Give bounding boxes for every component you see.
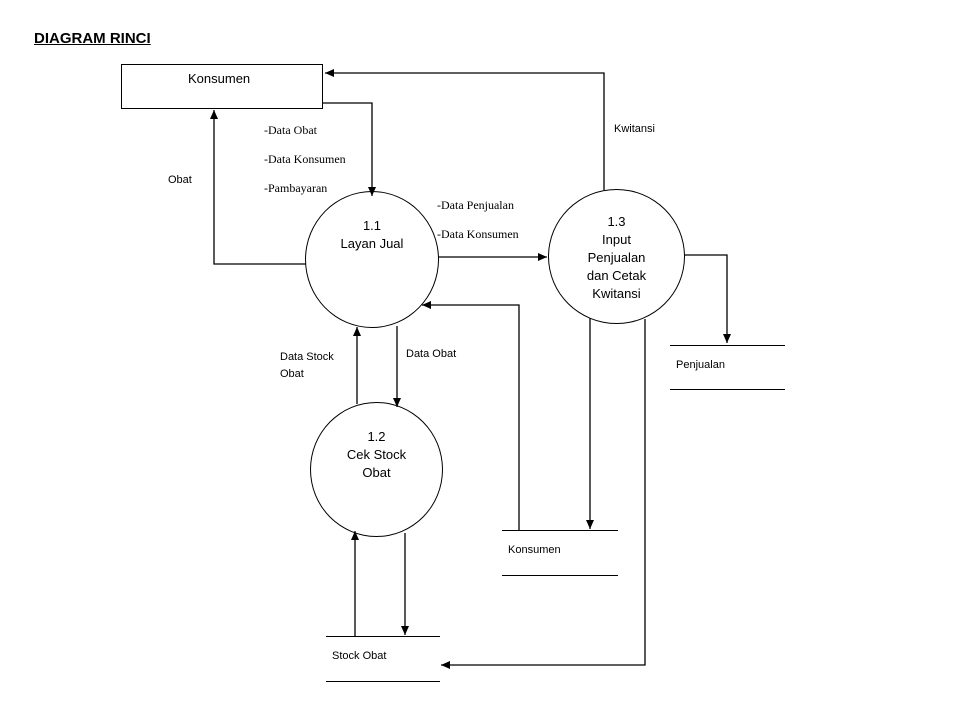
flow-label-data-konsumen: -Data Konsumen (264, 152, 346, 166)
flow-input-to-stock (441, 319, 646, 669)
flow-konsumen-store-to-layan (422, 301, 520, 530)
process-name-line: dan Cetak (586, 268, 647, 283)
store-label: Stock Obat (332, 650, 387, 662)
flow-label-data-penjualan: -Data Penjualan (437, 198, 514, 212)
process-number: 1.2 (367, 429, 386, 444)
store-penjualan: Penjualan (670, 345, 785, 390)
flow-label-kwitansi: Kwitansi (614, 123, 655, 135)
flow-label-pembayaran: -Pambayaran (264, 181, 328, 195)
process-name-line: Kwitansi (592, 286, 641, 301)
flow-kwitansi-to-konsumen (325, 69, 605, 190)
flow-label-data-obat-2: Data Obat (406, 348, 457, 360)
store-label: Konsumen (508, 544, 561, 556)
process-name-line: Cek Stock (346, 447, 407, 462)
store-stock-obat: Stock Obat (326, 636, 440, 682)
diagram-title: DIAGRAM RINCI (34, 30, 151, 47)
flow-label-obat: Obat (168, 174, 192, 186)
process-number: 1.1 (362, 218, 382, 233)
process-layan-jual: 1.1 Layan Jual (305, 191, 439, 328)
flow-label-line: Obat (280, 368, 304, 380)
flow-konsumen-to-layan (323, 102, 376, 196)
entity-konsumen: Konsumen (121, 64, 323, 109)
process-name-line: Input (602, 232, 631, 247)
process-number: 1.3 (607, 214, 626, 229)
process-name-line: Obat (362, 465, 391, 480)
flow-label-data-stock-obat: Data Stock Obat (280, 350, 334, 382)
flow-input-to-penjualan (684, 254, 731, 343)
process-cek-stock-obat: 1.2 Cek Stock Obat (310, 402, 443, 537)
flow-label-line: Data Stock (280, 351, 334, 363)
process-input-penjualan: 1.3 Input Penjualan dan Cetak Kwitansi (548, 189, 685, 324)
entity-label: Konsumen (188, 71, 251, 86)
process-name-line: Penjualan (587, 250, 646, 265)
store-konsumen: Konsumen (502, 530, 618, 576)
flow-label-data-konsumen-2: -Data Konsumen (437, 227, 519, 241)
flow-obat-to-konsumen (210, 110, 306, 265)
process-name: Layan Jual (340, 236, 404, 251)
flow-label-data-obat: -Data Obat (264, 123, 317, 137)
store-label: Penjualan (676, 359, 725, 371)
